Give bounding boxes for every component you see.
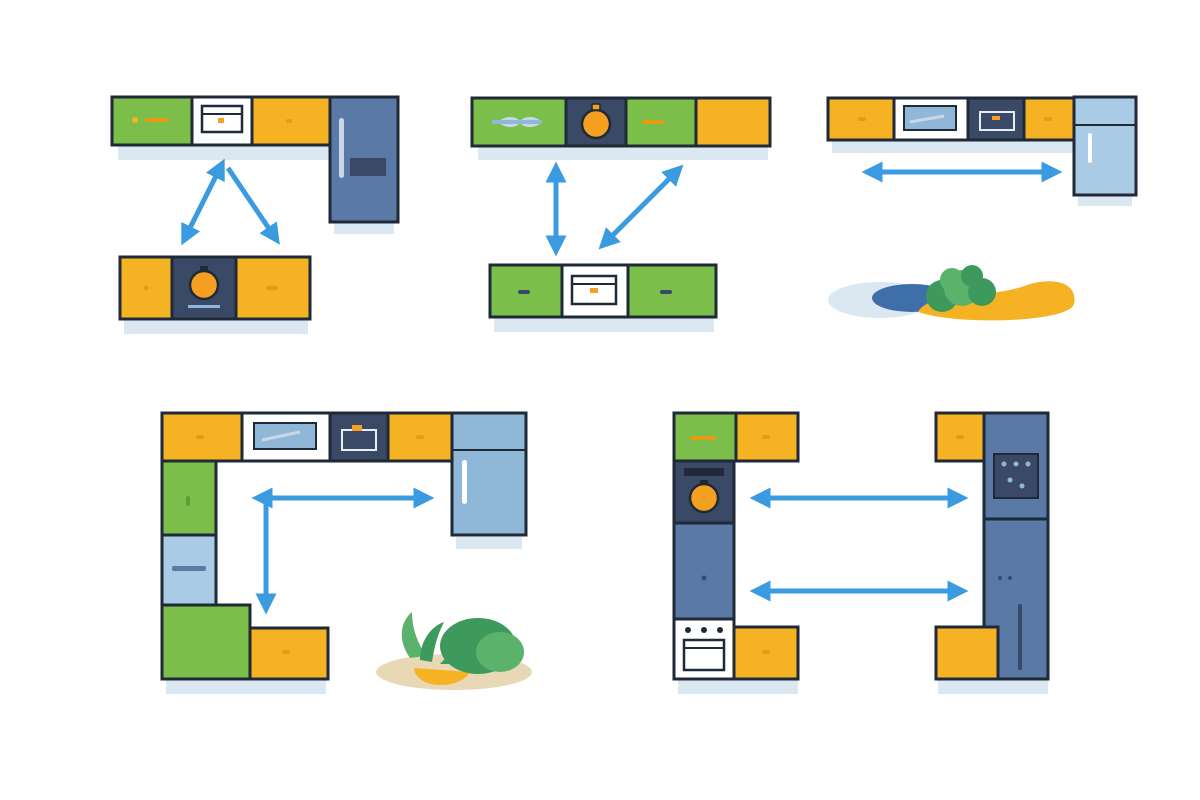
knob	[132, 117, 138, 123]
sink-icon	[903, 105, 957, 131]
island-shadow	[124, 320, 308, 334]
handle	[690, 436, 716, 440]
counter-shadow	[118, 146, 330, 160]
cabinet-handle	[858, 117, 866, 121]
cabinet-handle	[196, 435, 204, 439]
counter-shadow	[166, 680, 326, 694]
tall-cabinet-steel	[672, 521, 736, 621]
fridge-dispenser	[350, 158, 386, 176]
counter-shadow	[938, 680, 1048, 694]
fridge-handle	[1018, 604, 1022, 670]
cabinet-orange	[934, 625, 1000, 681]
pot-icon	[188, 266, 220, 301]
oven-icon	[200, 104, 244, 134]
oven-icon	[682, 627, 726, 672]
oven-icon	[979, 111, 1015, 131]
cabinet-handle	[762, 650, 770, 654]
fridge-shadow	[456, 537, 522, 549]
counter-green	[626, 263, 718, 319]
oven-icon	[570, 274, 618, 306]
knob	[701, 575, 707, 581]
arrow-diagonal	[598, 164, 684, 250]
pot-icon	[580, 103, 612, 140]
counter-shadow	[494, 318, 714, 332]
cooktop-grate	[684, 468, 724, 476]
cooktop-controls	[188, 305, 220, 308]
faucet-icon	[492, 117, 542, 127]
fridge-handle	[462, 460, 467, 504]
pot-icon	[688, 480, 720, 514]
fridge	[1072, 95, 1138, 197]
fridge-shadow	[1078, 196, 1132, 206]
counter-green	[160, 603, 252, 681]
cabinet-orange	[694, 96, 772, 148]
cabinet-handle	[286, 119, 292, 123]
knob	[1008, 576, 1012, 580]
counter-sink-green	[110, 95, 194, 147]
cabinet-handle	[416, 435, 424, 439]
arrow-up-left	[181, 158, 225, 246]
counter-shadow	[832, 141, 1074, 153]
plant-icon	[376, 612, 532, 690]
layout-single-wall	[826, 95, 1138, 321]
arrow-up-right	[225, 166, 280, 245]
layout-parallel-galley	[672, 411, 1050, 694]
oven-icon	[341, 425, 377, 451]
sink-icon	[253, 422, 317, 450]
counter-shadow	[678, 680, 798, 694]
cabinet-handle	[282, 650, 290, 654]
handle	[660, 290, 672, 294]
cabinet-handle	[762, 435, 770, 439]
fridge-handle	[1088, 133, 1092, 163]
cabinet-handle	[956, 435, 964, 439]
cabinet-handle	[266, 286, 278, 290]
handle	[518, 290, 530, 294]
cabinet-handle	[1044, 117, 1052, 121]
wall-oven-icon	[993, 453, 1039, 499]
layout-work-triangle	[110, 95, 400, 334]
handle	[145, 118, 169, 122]
counter-shadow	[478, 146, 768, 160]
knob	[143, 285, 149, 291]
layout-u-shape	[160, 411, 532, 694]
cooktop-navy	[328, 411, 390, 463]
knob	[998, 576, 1002, 580]
plant-icon	[828, 265, 1075, 321]
layout-galley-pair	[470, 96, 772, 332]
fridge-handle	[339, 118, 344, 178]
fridge-shadow	[334, 222, 394, 234]
handle	[642, 120, 664, 124]
dishwasher-handle	[172, 566, 206, 571]
handle	[186, 496, 190, 506]
